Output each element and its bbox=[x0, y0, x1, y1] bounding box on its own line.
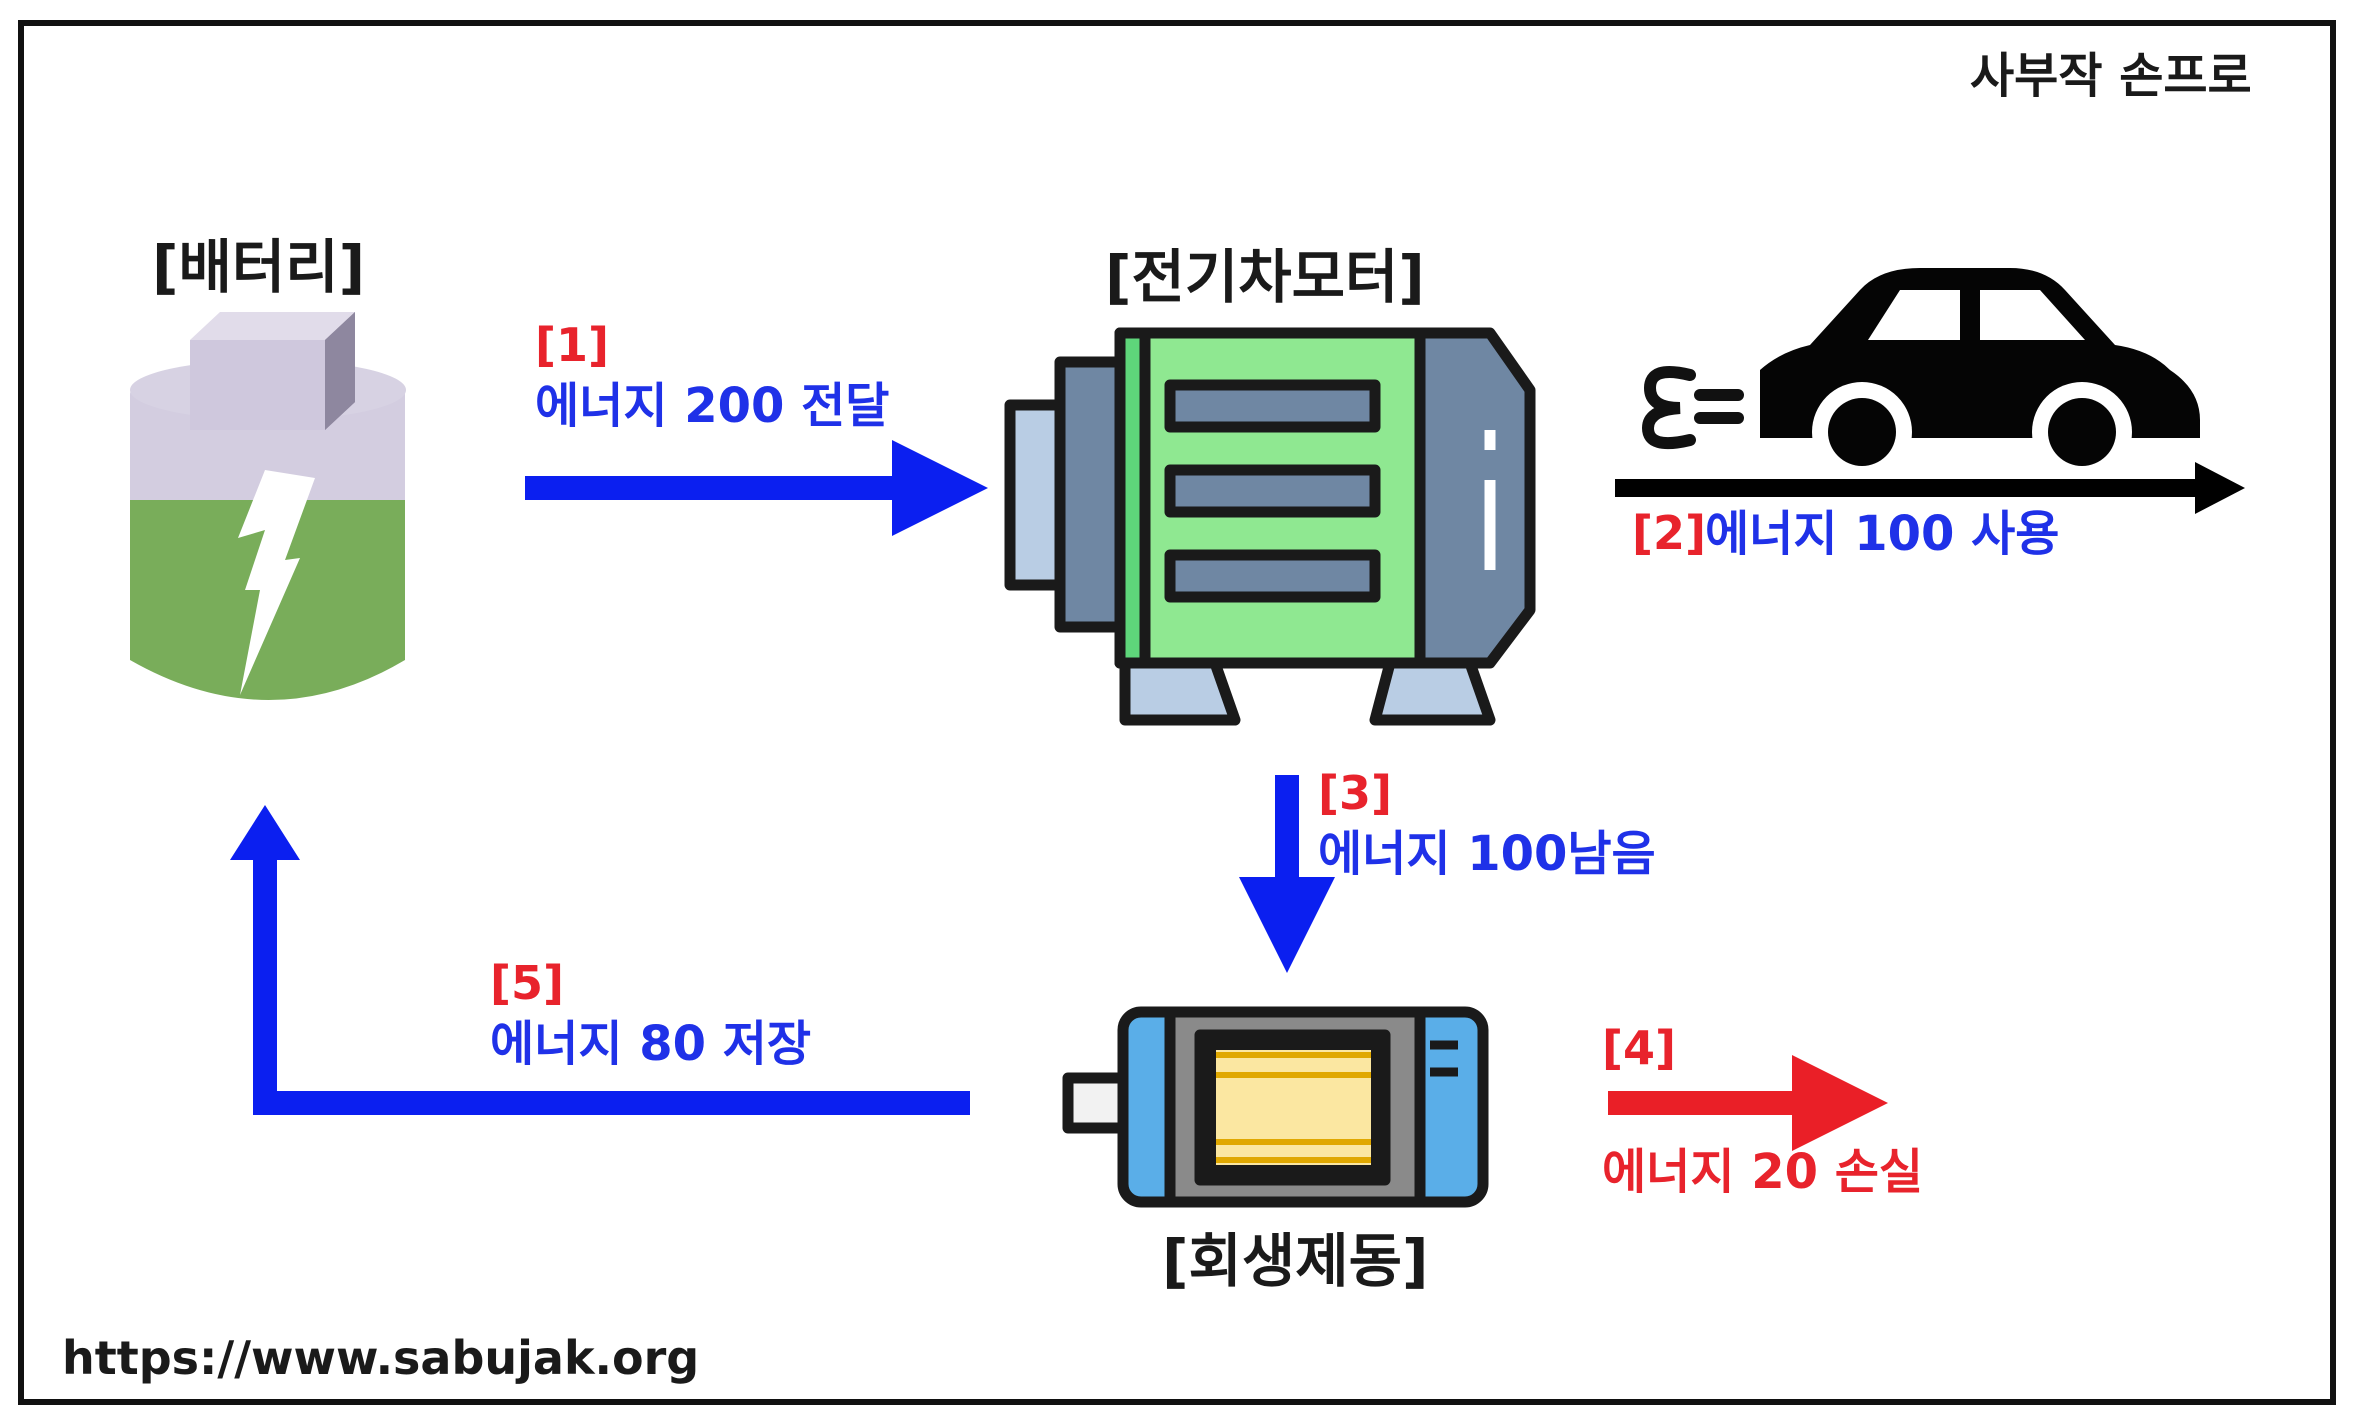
battery-icon bbox=[130, 312, 406, 700]
motor-label: [전기차모터] bbox=[1105, 243, 1425, 311]
flow-3-text: 에너지 100남음 bbox=[1318, 826, 1656, 882]
regen-label: [회생제동] bbox=[1162, 1227, 1429, 1295]
flow-2-text: 에너지 100 사용 bbox=[1705, 506, 2060, 562]
source-url: https://www.sabujak.org bbox=[62, 1331, 700, 1385]
flow-3-step: [3] bbox=[1318, 766, 1393, 820]
electric-motor-icon bbox=[1004, 327, 1536, 726]
flow-4-text: 에너지 20 손실 bbox=[1602, 1144, 1924, 1200]
flow-1-step: [1] bbox=[535, 318, 610, 372]
battery-label: [배터리] bbox=[152, 233, 366, 301]
diagram-frame bbox=[18, 20, 2336, 1405]
generator-icon bbox=[1062, 1006, 1489, 1208]
watermark-text: 사부작 손프로 bbox=[1970, 48, 2252, 104]
flow-2-step: [2] bbox=[1632, 506, 1707, 560]
flow-4-step: [4] bbox=[1602, 1021, 1677, 1075]
arrow-regen-to-battery bbox=[253, 855, 970, 1115]
flow-5-text: 에너지 80 저장 bbox=[490, 1016, 812, 1072]
car-arrow-head bbox=[2195, 462, 2245, 514]
flow-1-text: 에너지 200 전달 bbox=[535, 378, 890, 434]
motion-mark-icon bbox=[1641, 366, 1744, 449]
arrow-regen-to-battery-head bbox=[230, 805, 300, 860]
flow-5-step: [5] bbox=[490, 956, 565, 1010]
car-icon bbox=[1760, 268, 2200, 482]
